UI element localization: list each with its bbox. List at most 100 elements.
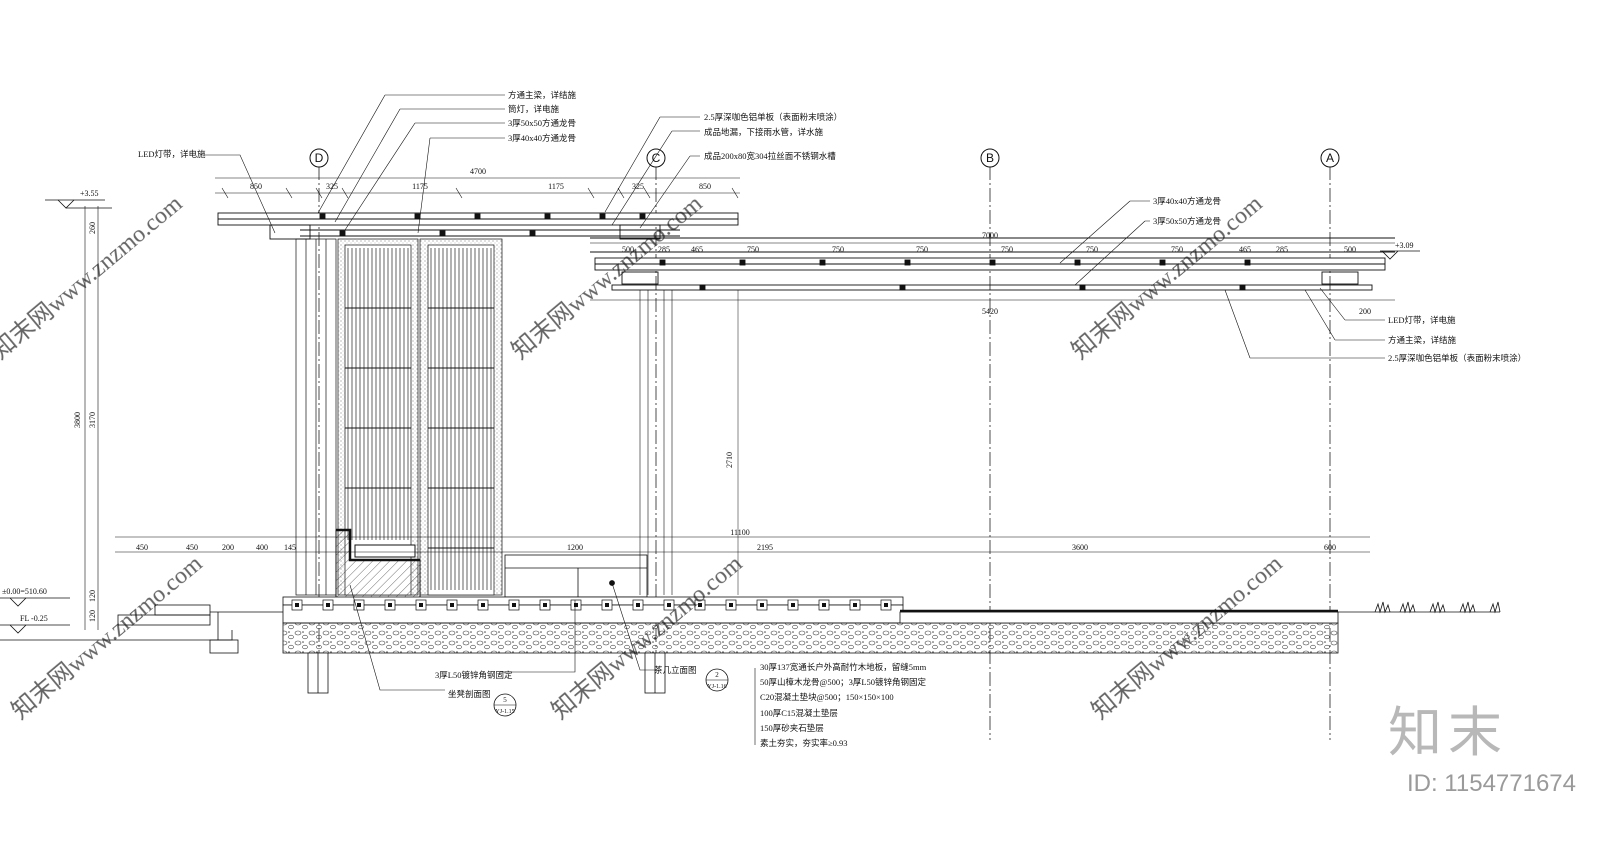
note-right-beam: 方通主梁，详结施 <box>1388 335 1457 345</box>
dim-right-8: 750 <box>1086 245 1098 254</box>
note-keel-40: 3厚40x40方通龙骨 <box>508 133 576 143</box>
dimension-chain-bottom <box>115 536 1370 553</box>
callout-table: 茶几立面图 2 YJ-1.16 <box>654 665 729 692</box>
callout-seat-ref: YJ-1.15 <box>495 709 514 715</box>
watermark-logo: 知末 <box>1388 701 1508 764</box>
bench <box>335 528 421 611</box>
note-floor-3: C20混凝土垫块@500；150×150×100 <box>760 692 894 702</box>
level-mark-ground <box>0 597 70 607</box>
axis-bubble-a: A <box>1320 148 1340 168</box>
dimension-chain-right <box>590 242 1395 301</box>
deck-bolt <box>853 603 857 607</box>
dim-2710: 2710 <box>725 452 734 468</box>
dim-vertical-260: 260 <box>88 222 97 234</box>
note-floor-5: 150厚砂夹石垫层 <box>760 723 824 733</box>
dim-bottom-2: 450 <box>186 543 198 552</box>
dim-vertical-3170: 3170 <box>88 412 97 428</box>
dim-right-5: 750 <box>832 245 844 254</box>
callout-table-label: 茶几立面图 <box>654 665 697 675</box>
floor-deck <box>282 596 1339 694</box>
level-mark-top-left <box>45 199 112 209</box>
deck-bolt <box>450 603 454 607</box>
note-downlight: 筒灯，详电施 <box>508 104 560 114</box>
axis-label-b: B <box>986 151 994 165</box>
dim-top-5: 325 <box>632 182 644 191</box>
leader-lines <box>205 94 1385 745</box>
deck-bolt <box>822 603 826 607</box>
tea-table <box>504 554 648 598</box>
note-aluminum-panel: 2.5厚深咖色铝单板（表面粉末喷涂） <box>704 112 842 122</box>
dim-top-6: 850 <box>699 182 711 191</box>
dim-bottom-9: 600 <box>1324 543 1336 552</box>
level-top-right: +3.09 <box>1395 241 1414 250</box>
deck-bolt <box>357 603 361 607</box>
dim-right-6: 750 <box>916 245 928 254</box>
callout-seat-num: 5 <box>503 696 507 704</box>
dim-total-right: 7000 <box>982 231 998 240</box>
dim-right-10: 465 <box>1239 245 1251 254</box>
note-floor-6: 素土夯实，夯实率≥0.93 <box>760 738 848 748</box>
dim-bottom-5: 145 <box>284 543 296 552</box>
deck-support-blocks <box>291 599 892 611</box>
dim-vertical-3800: 3800 <box>73 412 82 428</box>
axis-bubble-c: C <box>646 148 666 168</box>
deck-bolt <box>295 603 299 607</box>
deck-bolt <box>326 603 330 607</box>
dim-vertical-120a: 120 <box>88 590 97 602</box>
axis-label-c: C <box>652 151 661 165</box>
axis-label-a: A <box>1326 151 1334 165</box>
dim-bottom-6: 1200 <box>567 543 583 552</box>
dim-vertical-120b: 120 <box>88 610 97 622</box>
dim-total-top: 4700 <box>470 167 486 176</box>
watermark-id: ID: 1154771674 <box>1406 770 1576 797</box>
deck-bolt <box>698 603 702 607</box>
dim-bottom-8: 3600 <box>1072 543 1088 552</box>
deck-bolt <box>791 603 795 607</box>
dim-bottom-3: 200 <box>222 543 234 552</box>
deck-bolt <box>760 603 764 607</box>
dim-bottom-4: 400 <box>256 543 268 552</box>
dim-200: 200 <box>1359 307 1371 316</box>
level-fl: FL -0.25 <box>20 614 48 623</box>
level-ground: ±0.00=510.60 <box>2 587 47 596</box>
note-floor-drain: 成品地漏，下接雨水管，详水施 <box>704 127 824 137</box>
note-floor-2: 50厚山樟木龙骨@500；3厚L50镀锌角钢固定 <box>760 677 927 687</box>
dim-right-12: 500 <box>1344 245 1356 254</box>
dimension-vertical-left <box>84 206 99 630</box>
axis-bubble-d: D <box>309 148 329 168</box>
deck-bolt <box>729 603 733 607</box>
deck-bolt <box>636 603 640 607</box>
dim-right-4: 750 <box>747 245 759 254</box>
left-canopy <box>217 212 739 240</box>
deck-bolt <box>543 603 547 607</box>
dim-right-1: 500 <box>622 245 634 254</box>
dim-total-bottom: 11100 <box>730 528 749 537</box>
dim-right-2: 285 <box>658 245 670 254</box>
dim-bottom-7: 2195 <box>757 543 773 552</box>
dim-right-3: 465 <box>691 245 703 254</box>
dim-top-3: 1175 <box>412 182 428 191</box>
svg-text:知末网www.znzmo.com: 知末网www.znzmo.com <box>0 190 188 365</box>
axis-label-d: D <box>315 151 324 165</box>
dim-right-9: 750 <box>1171 245 1183 254</box>
note-keel-50: 3厚50x50方通龙骨 <box>508 118 576 128</box>
level-mark-fl <box>0 624 70 634</box>
axis-bubble-b: B <box>980 148 1000 168</box>
note-right-keel-50: 3厚50x50方通龙骨 <box>1153 216 1221 226</box>
dim-bottom-1: 450 <box>136 543 148 552</box>
right-canopy <box>590 237 1395 291</box>
dimension-chain-top <box>215 177 740 199</box>
ground-right <box>1338 601 1501 614</box>
dim-5420: 5420 <box>982 307 998 316</box>
note-right-panel: 2.5厚深咖色铝单板（表面粉末喷涂） <box>1388 353 1526 363</box>
note-led-left: LED灯带，详电施 <box>138 149 206 159</box>
deck-bolt <box>388 603 392 607</box>
slats-right <box>428 248 494 590</box>
deck-bolt <box>574 603 578 607</box>
note-steel-trough: 成品200x80宽304拉丝面不锈钢水槽 <box>704 151 836 161</box>
callout-seat-label: 坐凳剖面图 <box>448 689 491 699</box>
note-floor-1: 30厚137宽通长户外高耐竹木地板，留缝5mm <box>760 662 927 672</box>
dim-top-2: 325 <box>326 182 338 191</box>
svg-text:知末网www.znzmo.com: 知末网www.znzmo.com <box>7 550 208 725</box>
